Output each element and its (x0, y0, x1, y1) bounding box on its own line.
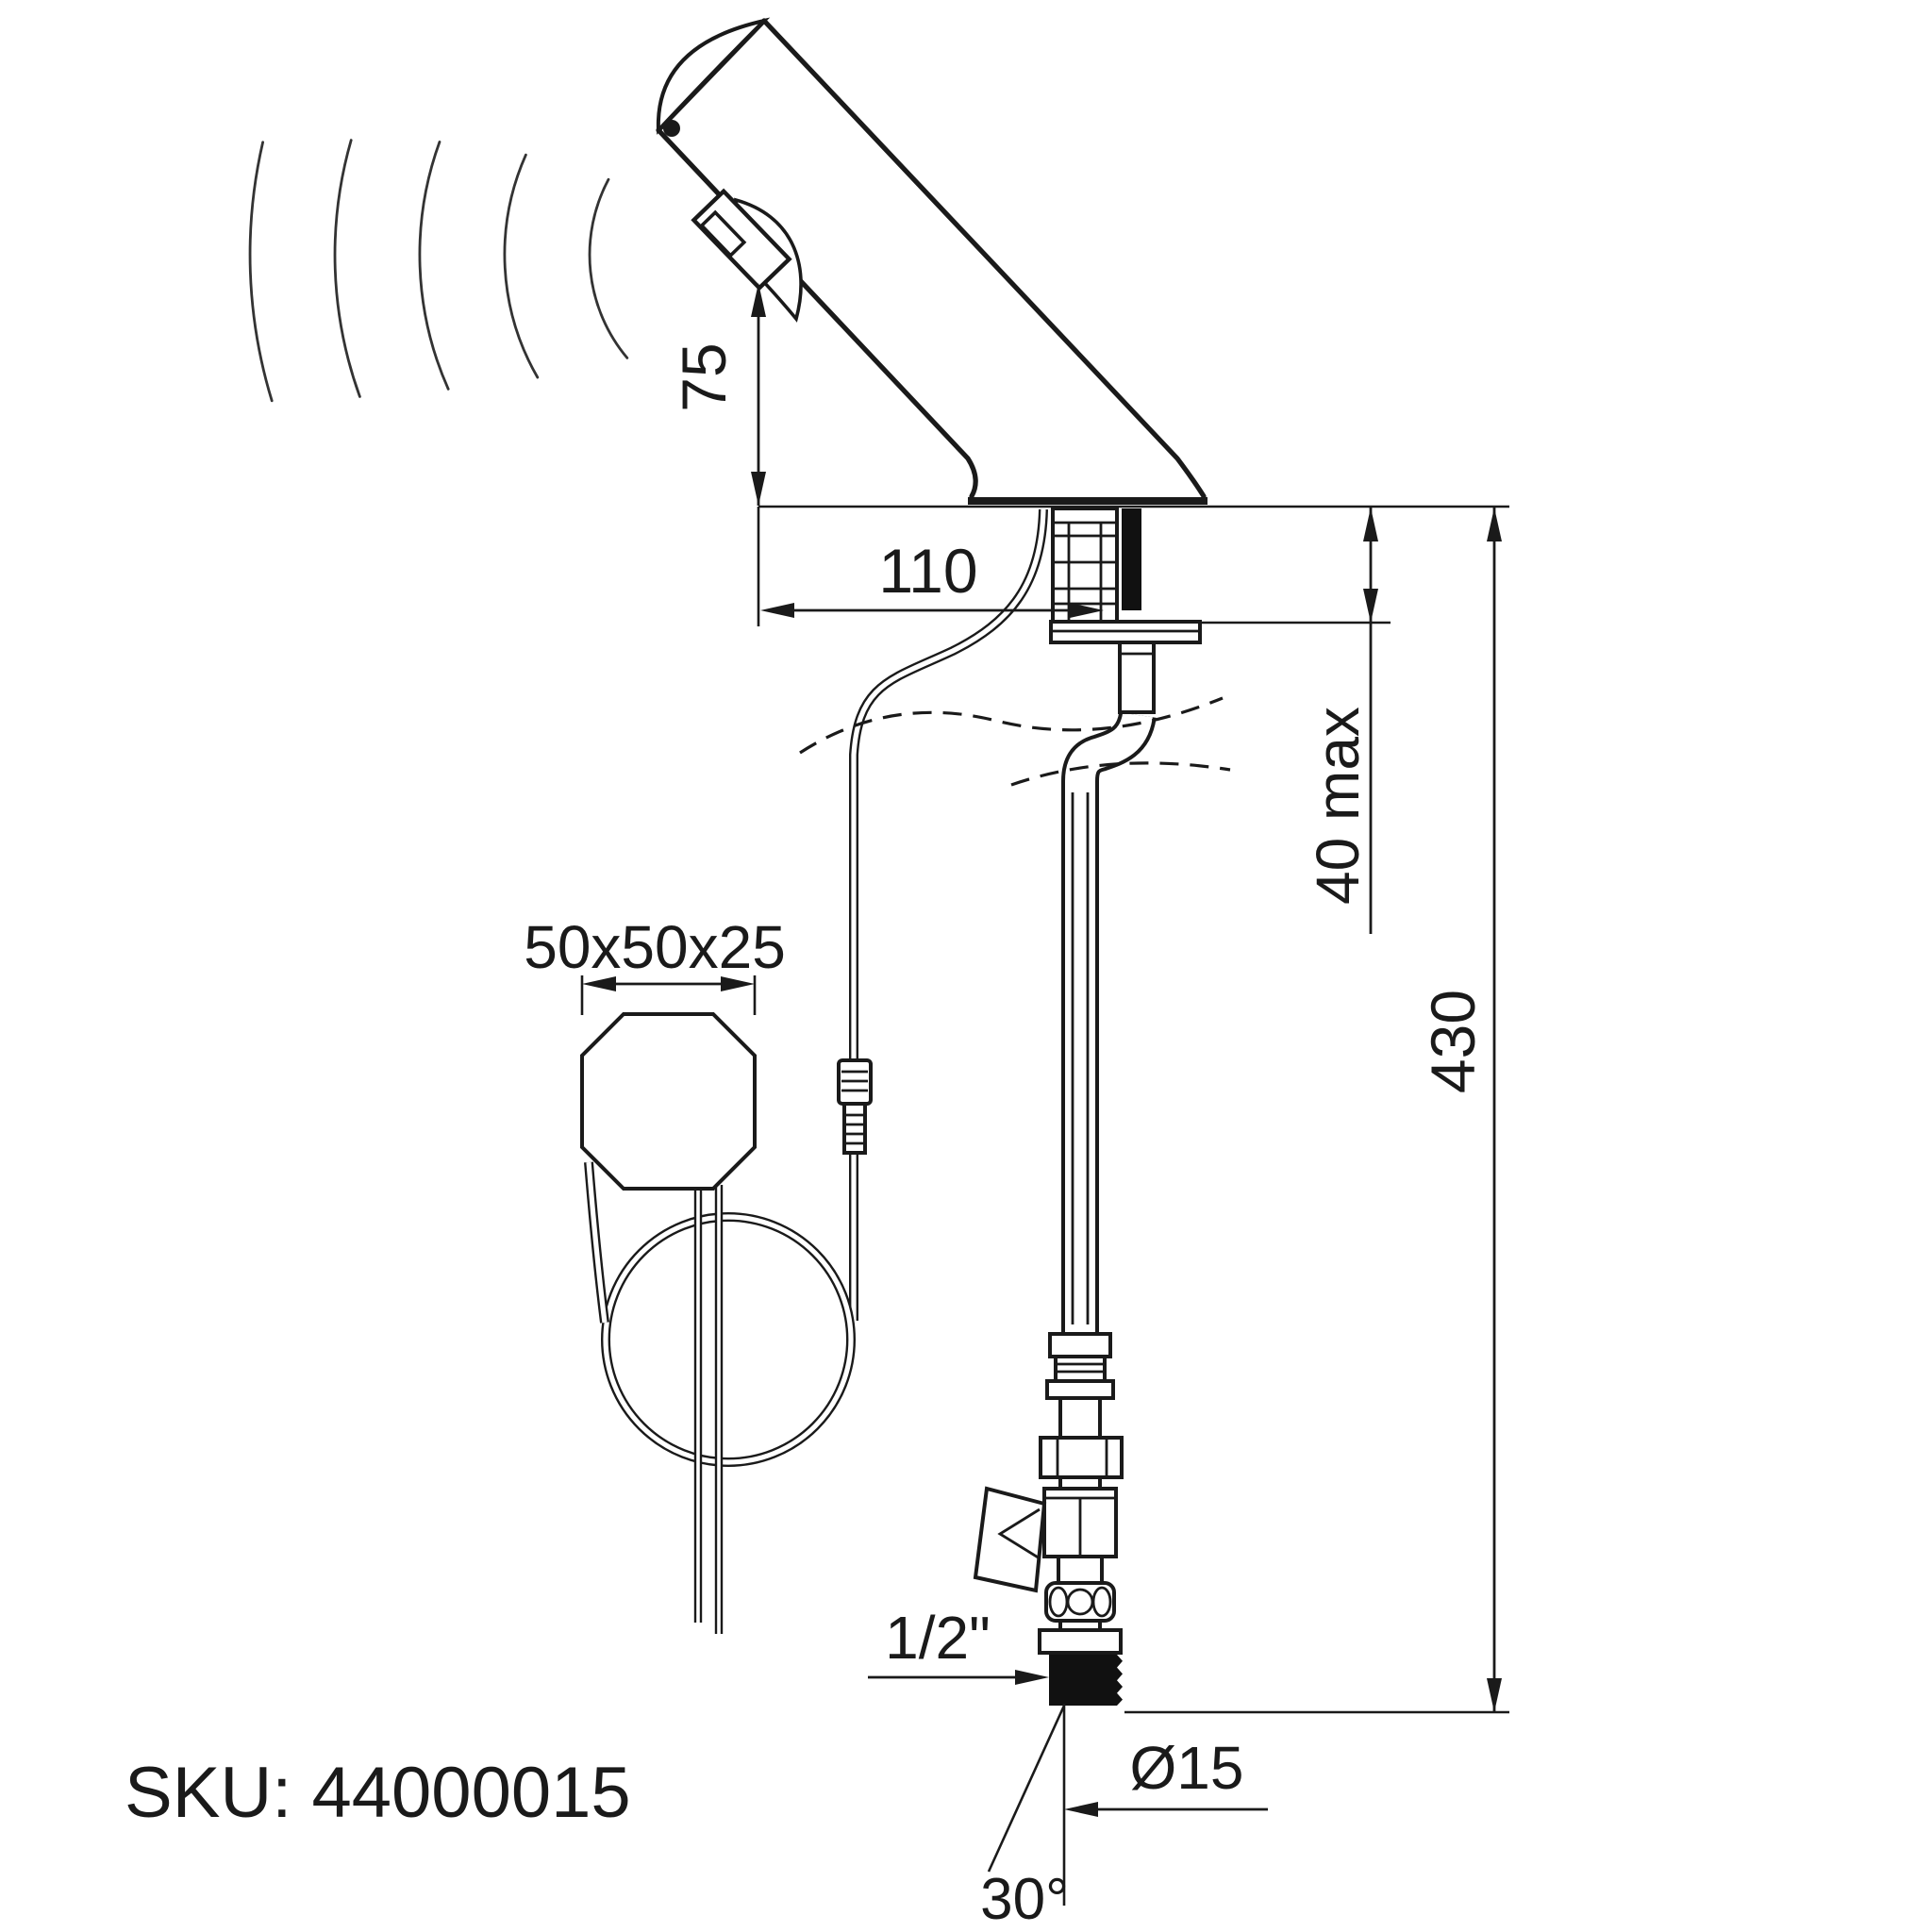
upper-hex-nut (1039, 1436, 1124, 1479)
dimension-430 (1124, 507, 1509, 1714)
sensor-dot-icon (663, 120, 680, 137)
dim-label-75: 75 (669, 342, 739, 411)
dimension-40max (1200, 507, 1391, 934)
mounting-hardware (1049, 507, 1202, 714)
control-box-wires (693, 1185, 724, 1634)
dim-label-box: 50x50x25 (524, 913, 786, 981)
dim-label-40max: 40 max (1304, 707, 1372, 905)
spout-top-face (656, 17, 771, 135)
callout-thread (868, 1670, 1049, 1685)
sensor-waves-icon (248, 139, 629, 403)
tap-spout (656, 17, 1207, 499)
dim-label-430: 430 (1418, 990, 1488, 1093)
threaded-stud (1122, 508, 1141, 610)
dimension-75 (751, 283, 766, 506)
deck-line (758, 497, 1509, 508)
dim-label-angle: 30° (980, 1867, 1069, 1932)
dim-label-thread: 1/2" (885, 1604, 991, 1672)
dim-label-diameter: Ø15 (1130, 1734, 1244, 1802)
cable-connector-icon (837, 1058, 873, 1155)
sensor-window (691, 188, 792, 291)
supply-pipe (1061, 710, 1157, 1340)
stop-valve (973, 1332, 1124, 1707)
dimension-box (580, 975, 757, 1015)
lower-hex-nut (1038, 1628, 1123, 1655)
sku-label: SKU: 44000015 (125, 1753, 631, 1833)
callout-diameter-angle (987, 1704, 1268, 1906)
dim-label-110: 110 (878, 536, 977, 606)
inlet-thread (1049, 1655, 1123, 1707)
sensor-cable (849, 508, 1048, 1321)
break-lines (799, 696, 1231, 787)
control-box (580, 1012, 757, 1191)
cable-loop (584, 1161, 856, 1467)
dimension-110 (757, 507, 1104, 626)
